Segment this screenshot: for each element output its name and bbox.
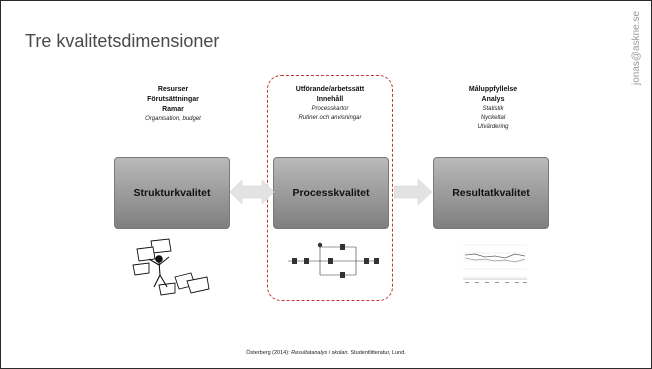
structure-header-line: Resurser [157, 86, 189, 93]
result-header-example: Nyckeltal [480, 115, 506, 121]
result-header-line: Analys [481, 96, 505, 103]
line-chart-icon [463, 244, 527, 283]
stick-figure-papers-icon [132, 238, 210, 296]
right-arrow-icon [394, 178, 432, 206]
process-map-icon [288, 242, 379, 278]
process-header-line: Utförande/arbetssätt [295, 86, 365, 93]
process-header-example: Rutiner och anvisningar [298, 115, 362, 121]
footnote-title: Resultatanalys i skolan. [291, 350, 349, 356]
result-header: Måluppfyllelse Analys Statistik Nyckelta… [431, 85, 555, 132]
result-quality-box: Resultatkvalitet [433, 157, 549, 229]
process-header-example: Processkartor [311, 106, 349, 112]
reference-footnote: Österberg (2014): Resultatanalys i skola… [1, 350, 651, 356]
structure-header-line: Förutsättningar [147, 96, 199, 103]
process-quality-box: Processkvalitet [273, 157, 389, 229]
footnote-publisher: Studentlitteratur, Lund. [350, 350, 406, 356]
result-header-example: Statistik [482, 106, 504, 112]
structure-header: Resurser Förutsättningar Ramar Organisat… [111, 85, 235, 124]
watermark-email: jonas@askne.se [631, 11, 642, 86]
result-header-example: Utvärdering [477, 124, 509, 130]
structure-header-line: Ramar [162, 106, 184, 113]
structure-quality-box: Strukturkvalitet [114, 157, 230, 229]
process-header: Utförande/arbetssätt Innehåll Processkar… [267, 85, 393, 123]
structure-header-example: Organisation, budget [145, 116, 201, 122]
double-arrow-icon [230, 179, 274, 205]
footnote-author: Österberg (2014): [246, 350, 290, 356]
slide-title: Tre kvalitetsdimensioner [25, 31, 220, 51]
process-header-line: Innehåll [316, 96, 344, 103]
result-header-line: Måluppfyllelse [468, 86, 518, 93]
